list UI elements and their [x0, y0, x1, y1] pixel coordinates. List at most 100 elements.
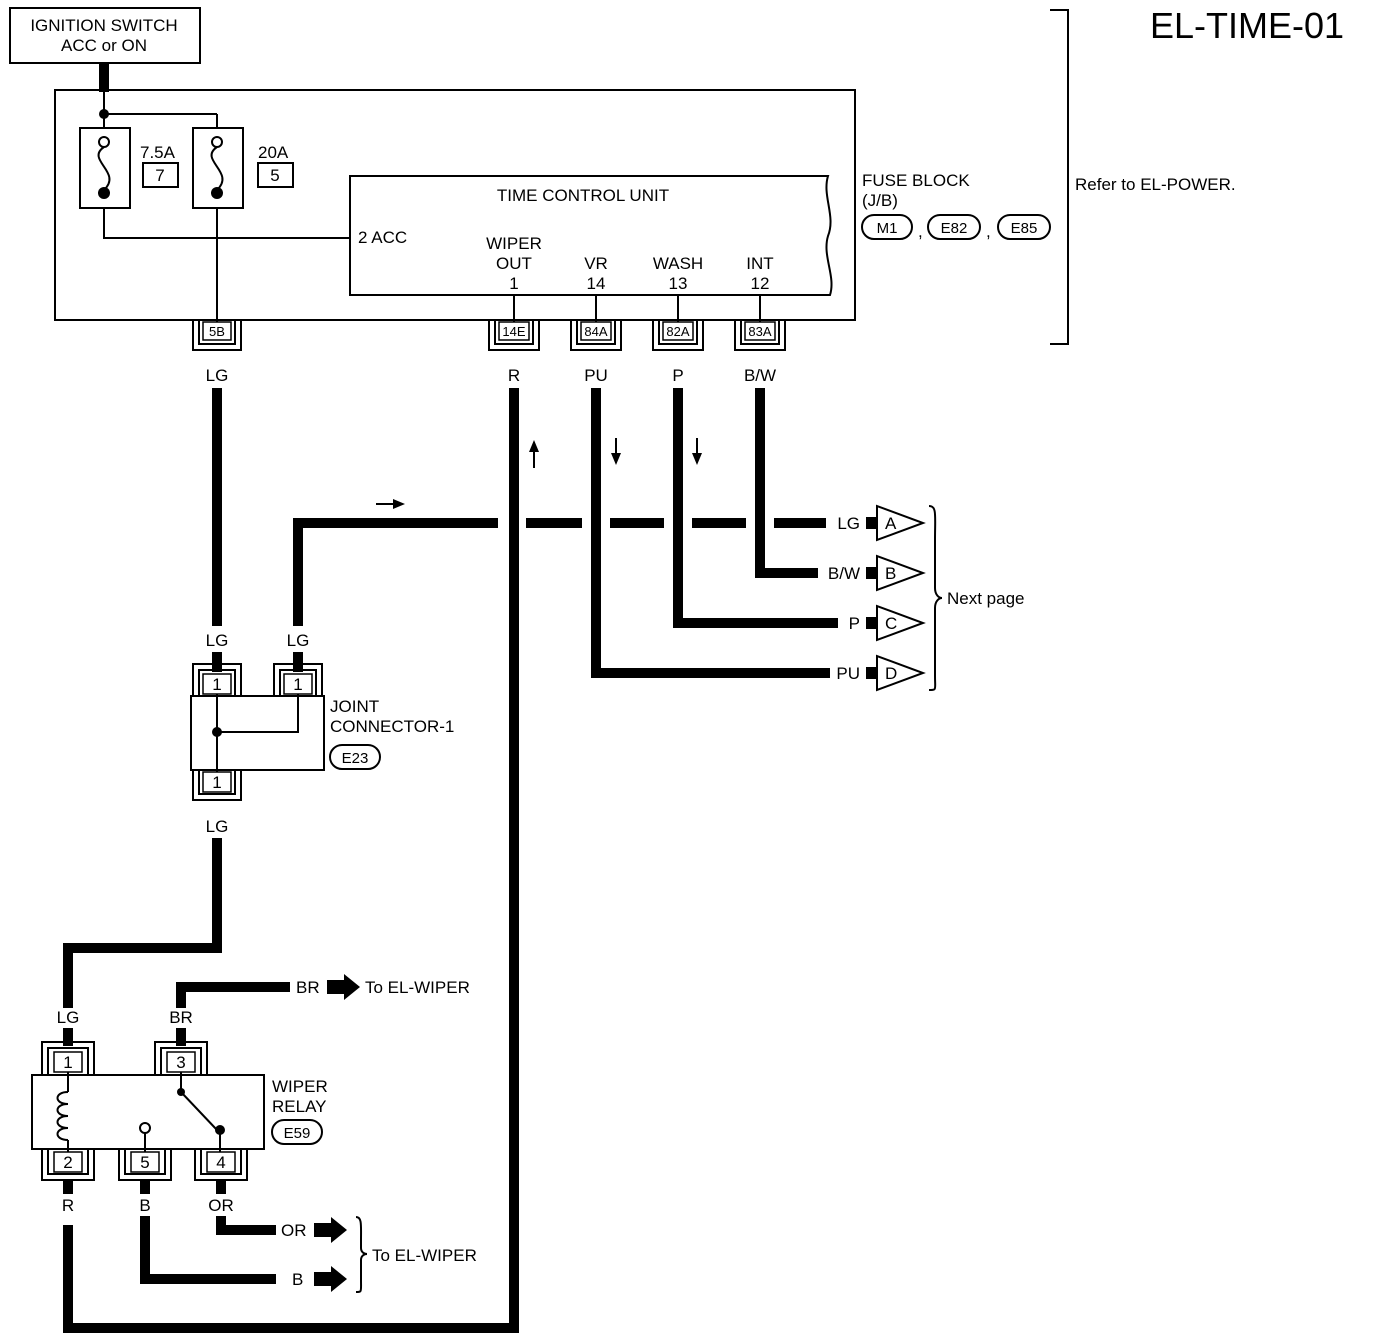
direction-arrow-right [376, 499, 405, 509]
connector-badge-e82 [927, 214, 981, 240]
tcu-terminal-vr-label: VR [584, 254, 608, 273]
ignition-line2: ACC or ON [61, 36, 147, 55]
direction-arrow-down [692, 438, 702, 465]
wire-br [176, 982, 290, 1008]
next-page-arrow-b [876, 554, 926, 592]
relay-wire-label: OR [208, 1196, 234, 1215]
joint-pin: 1 [212, 773, 221, 792]
relay-wire-label: BR [169, 1008, 193, 1027]
relay-pin: 5 [140, 1153, 149, 1172]
next-page-letter: B [885, 564, 896, 583]
fuse-7-amp: 7.5A [140, 143, 176, 162]
time-control-unit-box [349, 175, 833, 296]
connector-badge-m1 [861, 214, 913, 240]
joint-pin: 1 [212, 675, 221, 694]
wire-color-label: PU [584, 366, 608, 385]
wire-lg-joint [293, 518, 498, 626]
joint-wire-label: LG [287, 631, 310, 650]
connector-code-e82: E82 [941, 220, 968, 237]
refer-bracket [1050, 9, 1069, 345]
ignition-line1: IGNITION SWITCH [30, 16, 177, 35]
next-page-wire-label: B/W [828, 564, 860, 583]
next-page-arrow-a [876, 504, 926, 542]
joint-code: E23 [342, 750, 369, 767]
fuse-7-num-box [142, 162, 179, 188]
to-wiper-arrow [314, 1217, 347, 1243]
jb-connector-83A [734, 320, 786, 351]
wire-pu [591, 388, 830, 678]
wiper-relay [31, 1041, 265, 1181]
jb-connector-id: 83A [748, 324, 771, 339]
connector-sep: , [918, 222, 923, 241]
fuse7-to-tcu-acc [103, 208, 352, 239]
next-page-letter: D [885, 664, 897, 683]
wire-color-label: B/W [744, 366, 776, 385]
joint-connector-1 [190, 663, 325, 801]
relay-pin: 2 [63, 1153, 72, 1172]
fuse-7-num: 7 [155, 166, 164, 185]
tcu-terminal-int-pin: 12 [751, 274, 770, 293]
joint-code-badge [329, 744, 381, 770]
tcu-terminal-wash-label: WASH [653, 254, 703, 273]
next-page-letter: A [885, 514, 897, 533]
joint-label-line2: CONNECTOR-1 [330, 717, 454, 736]
next-page-terminal [866, 617, 876, 629]
wire-lg-relay [63, 838, 222, 1008]
connector-code-e85: E85 [1011, 220, 1038, 237]
jb-connector-82A [652, 320, 704, 351]
joint-wire-label: LG [206, 817, 229, 836]
fuse-block-label: FUSE BLOCK [862, 171, 970, 190]
fuse-5-amp: 20A [258, 143, 289, 162]
relay-wire-label: B [139, 1196, 150, 1215]
joint-pin: 1 [293, 675, 302, 694]
relay-pin: 1 [63, 1053, 72, 1072]
wire-or [216, 1216, 276, 1235]
wire-color-label: LG [206, 366, 229, 385]
jb-connector-84A [570, 320, 622, 351]
joint-wire-label: LG [206, 631, 229, 650]
fuse-5-num: 5 [270, 166, 279, 185]
relay-label-line2: RELAY [272, 1097, 327, 1116]
next-page-arrow-d [876, 654, 926, 692]
to-wiper-arrow [314, 1266, 347, 1292]
jb-connector-14E [488, 320, 540, 351]
next-page-terminal [866, 517, 876, 529]
next-page-label: Next page [947, 589, 1025, 608]
page-code: EL-TIME-01 [1150, 5, 1344, 46]
relay-label-line1: WIPER [272, 1077, 328, 1096]
next-page-wire-label: P [849, 614, 860, 633]
fuse-5-num-box [257, 162, 294, 188]
connector-badge-e85 [997, 214, 1051, 240]
joint-label-line1: JOINT [330, 697, 379, 716]
wire-r [63, 388, 519, 1333]
next-page-arrow-c [876, 604, 926, 642]
direction-arrow-up [529, 440, 539, 468]
tcu-title: TIME CONTROL UNIT [497, 186, 669, 205]
to-wiper-wire: B [292, 1270, 303, 1289]
next-page-wire-label: PU [836, 664, 860, 683]
wire-b [140, 1216, 276, 1284]
to-wiper-wire: BR [296, 978, 320, 997]
relay-code-badge [271, 1119, 323, 1145]
tcu-terminal-int-label: INT [746, 254, 773, 273]
wire-p [673, 388, 838, 628]
fuse-block-box [54, 89, 856, 321]
jb-connector-id: 14E [502, 324, 525, 339]
tcu-terminal-vr-pin: 14 [587, 274, 606, 293]
jb-connector-id: 84A [584, 324, 607, 339]
fuse-block-jb: (J/B) [862, 191, 898, 210]
relay-pin: 4 [216, 1153, 225, 1172]
splice-dot [99, 109, 109, 119]
jb-connector-id: 5B [209, 324, 225, 339]
relay-wire-label: LG [57, 1008, 80, 1027]
tcu-terminal-wiper-label1: WIPER [486, 234, 542, 253]
refer-label: Refer to EL-POWER. [1075, 175, 1236, 194]
to-wiper-arrow [327, 974, 360, 1000]
next-page-brace [928, 505, 943, 691]
tcu-terminal-wash-pin: 13 [669, 274, 688, 293]
tcu-terminal-wiper-pin: 1 [509, 274, 518, 293]
next-page-wire-label: LG [837, 514, 860, 533]
ignition-switch-box [9, 7, 201, 64]
tcu-acc-terminal: 2 ACC [358, 228, 407, 247]
